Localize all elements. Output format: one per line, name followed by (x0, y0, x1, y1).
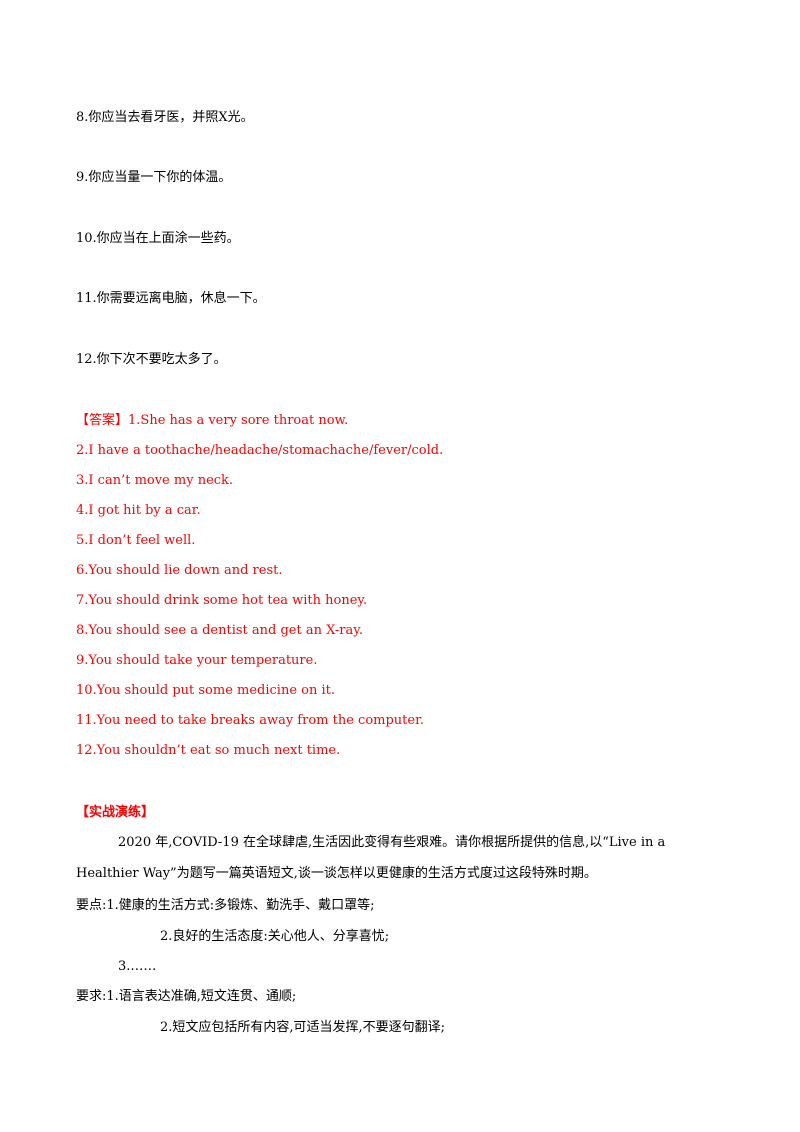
answer-item: 9.You should take your temperature. (76, 653, 318, 668)
answer-first-line: 【答案】1.She has a very sore throat now. (76, 412, 348, 430)
answer-item: 10.You should put some medicine on it. (76, 683, 335, 698)
answer-item: 4.I got hit by a car. (76, 503, 201, 518)
requirements-label: 要求:1.语言表达准确,短文连贯、通顺; (76, 989, 297, 1004)
exercise-item: 11.你需要远离电脑，休息一下。 (76, 291, 266, 306)
answer-item: 5.I don’t feel well. (76, 533, 196, 548)
prompt-intro: 2020 年,COVID-19 在全球肆虐,生活因此变得有些艰难。请你根据所提供… (118, 835, 666, 850)
answer-item: 2.I have a toothache/headache/stomachach… (76, 443, 444, 458)
exercise-item: 10.你应当在上面涂一些药。 (76, 231, 240, 246)
answer-item: 1.She has a very sore throat now. (128, 413, 349, 428)
prompt-intro-continued: Healthier Way”为题写一篇英语短文,谈一谈怎样以更健康的生活方式度过… (76, 866, 597, 881)
point-item: 3.…… (118, 959, 157, 974)
answer-label: 【答案】 (76, 413, 129, 428)
points-label: 要点:1.健康的生活方式:多锻炼、勤洗手、戴口罩等; (76, 898, 375, 913)
section-title: 【实战演练】 (76, 805, 155, 820)
exercise-item: 9.你应当量一下你的体温。 (76, 170, 232, 185)
answer-item: 8.You should see a dentist and get an X-… (76, 623, 364, 638)
exercise-item: 12.你下次不要吃太多了。 (76, 352, 227, 367)
answer-item: 12.You shouldn’t eat so much next time. (76, 743, 341, 758)
exercise-item: 8.你应当去看牙医，并照X光。 (76, 110, 254, 125)
answer-item: 7.You should drink some hot tea with hon… (76, 593, 368, 608)
answer-item: 11.You need to take breaks away from the… (76, 713, 424, 728)
requirement-item: 2.短文应包括所有内容,可适当发挥,不要逐句翻译; (160, 1020, 446, 1035)
answer-item: 3.I can’t move my neck. (76, 473, 234, 488)
point-item: 2.良好的生活态度:关心他人、分享喜忧; (160, 929, 390, 944)
answer-item: 6.You should lie down and rest. (76, 563, 283, 578)
